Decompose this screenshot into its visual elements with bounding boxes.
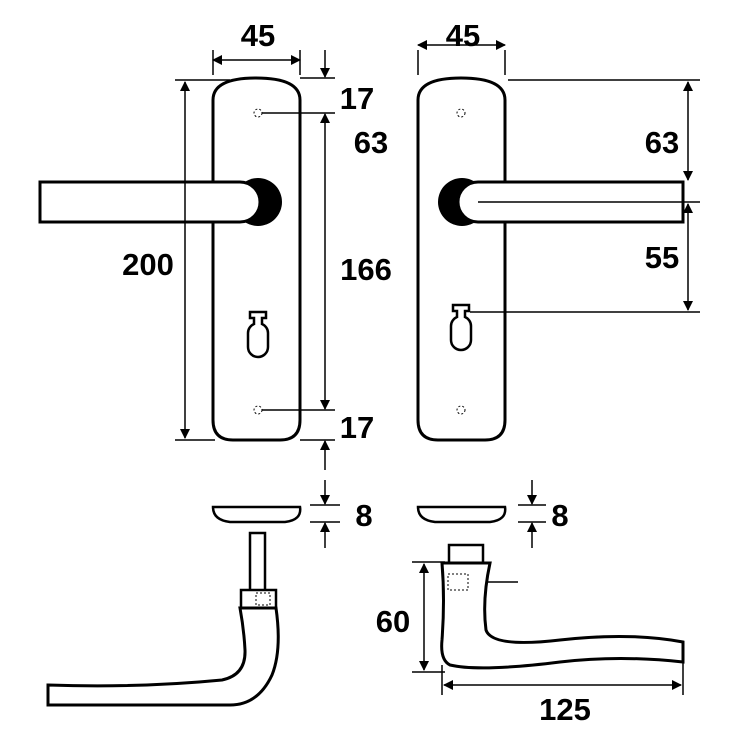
- dimension-handle-length: 125: [539, 692, 591, 727]
- left-side-handle: [46, 531, 280, 707]
- left-rosette: [211, 505, 302, 524]
- keyhole-icon: [449, 303, 473, 352]
- dimension-screw-spacing: 166: [340, 252, 392, 287]
- dimension-handle-height: 60: [376, 604, 410, 639]
- dimension-top-to-lever: 63: [645, 125, 679, 160]
- dimension-right-rosette: 8: [551, 498, 568, 533]
- dimension-lines: [175, 40, 700, 695]
- back-plate: [416, 76, 685, 442]
- keyhole-icon: [246, 310, 270, 359]
- dimension-bottom-screw: 17: [340, 410, 374, 445]
- dimension-screw-to-lever: 63: [354, 125, 388, 160]
- right-rosette: [416, 505, 507, 524]
- dimension-back-width: 45: [446, 18, 480, 53]
- dimension-left-rosette: 8: [355, 498, 372, 533]
- right-side-handle: [440, 543, 685, 670]
- front-lever: [38, 178, 282, 226]
- dimension-total-height: 200: [122, 247, 174, 282]
- dimension-front-width: 45: [241, 18, 275, 53]
- screw-hole-icon: [456, 108, 466, 118]
- dimension-lever-to-keyhole: 55: [645, 240, 679, 275]
- dimension-top-screw: 17: [340, 81, 374, 116]
- screw-hole-icon: [456, 405, 466, 415]
- front-plate: [38, 76, 302, 442]
